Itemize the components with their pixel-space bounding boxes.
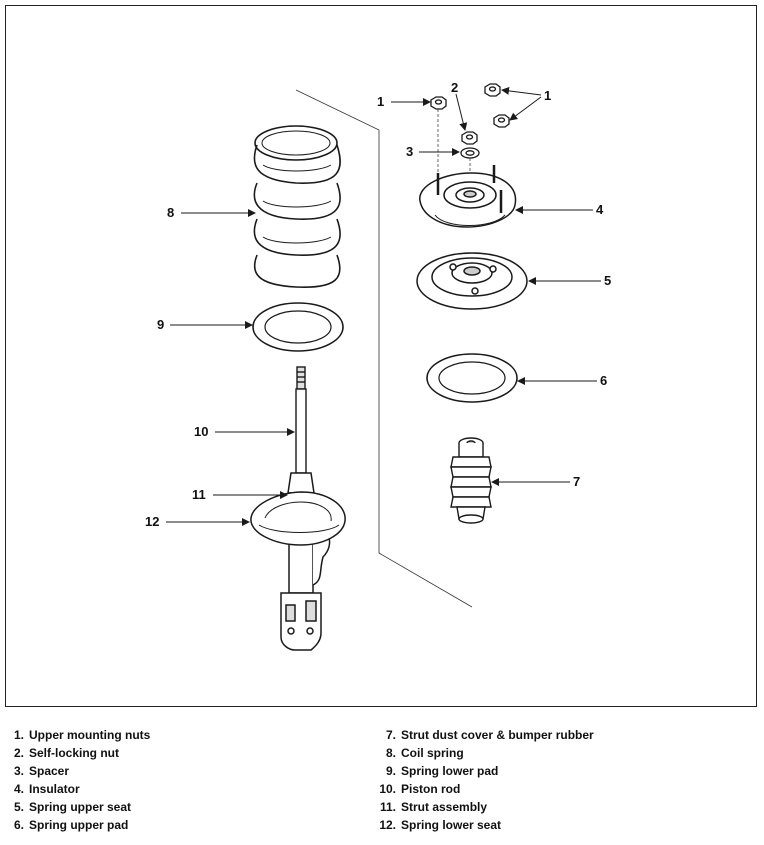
legend-text: Strut dust cover & bumper rubber [401, 728, 594, 742]
insulator [419, 165, 517, 228]
callout-6: 6 [600, 373, 607, 388]
legend-text: Coil spring [401, 746, 464, 760]
callout-8: 8 [167, 205, 174, 220]
spring-upper-pad [426, 353, 518, 403]
legend-column-right: 7. Strut dust cover & bumper rubber 8. Coi… [376, 726, 594, 834]
legend-text: Spring upper pad [29, 818, 129, 832]
legend-item: 11. Strut assembly [376, 798, 594, 816]
legend-item: 5. Spring upper seat [4, 798, 150, 816]
legend-item: 7. Strut dust cover & bumper rubber [376, 726, 594, 744]
spacer-washer [460, 147, 480, 159]
legend-text: Strut assembly [401, 800, 488, 814]
legend-text: Spring lower pad [401, 764, 499, 778]
assembly-guide-line [295, 89, 473, 608]
parts-legend: 1. Upper mounting nuts 2. Self-locking nut… [0, 726, 764, 841]
legend-text: Spring upper seat [29, 800, 132, 814]
legend-number: 10. [379, 782, 396, 796]
legend-number: 12. [379, 818, 396, 832]
legend-column-left: 1. Upper mounting nuts 2. Self-locking nut… [4, 726, 150, 834]
legend-number: 11. [379, 800, 396, 814]
legend-item: 8. Coil spring [376, 744, 594, 762]
callout-5: 5 [604, 273, 611, 288]
legend-number: 8. [385, 746, 396, 760]
spring-upper-seat [416, 252, 528, 310]
coil-spring [253, 125, 341, 288]
legend-text: Insulator [29, 782, 80, 796]
leader-lines [166, 86, 601, 526]
strut-dust-cover [450, 437, 492, 524]
legend-number: 1. [13, 728, 24, 742]
callout-numbers: 1 1 2 3 4 5 6 7 8 9 10 11 12 [145, 80, 611, 529]
legend-item: 3. Spacer [4, 762, 150, 780]
diagram-frame [5, 5, 757, 707]
legend-number: 4. [13, 782, 24, 796]
callout-9: 9 [157, 317, 164, 332]
legend-number: 2. [13, 746, 24, 760]
self-locking-nut [461, 131, 478, 145]
piston-rod [295, 366, 307, 474]
exploded-strut-diagram: 1 1 2 3 4 5 6 7 8 9 10 11 12 [145, 80, 611, 651]
legend-number: 9. [385, 764, 396, 778]
legend-item: 10. Piston rod [376, 780, 594, 798]
callout-4: 4 [596, 202, 604, 217]
spring-lower-seat [250, 491, 346, 546]
legend-item: 4. Insulator [4, 780, 150, 798]
legend-item: 6. Spring upper pad [4, 816, 150, 834]
callout-1-right: 1 [544, 88, 551, 103]
legend-number: 5. [13, 800, 24, 814]
legend-number: 3. [13, 764, 24, 778]
callout-1-left: 1 [377, 94, 384, 109]
legend-text: Self-locking nut [29, 746, 119, 760]
legend-item: 1. Upper mounting nuts [4, 726, 150, 744]
legend-number: 7. [385, 728, 396, 742]
upper-mounting-nut [430, 83, 510, 128]
legend-text: Upper mounting nuts [29, 728, 151, 742]
callout-7: 7 [573, 474, 580, 489]
legend-text: Piston rod [401, 782, 461, 796]
legend-item: 2. Self-locking nut [4, 744, 150, 762]
callout-11: 11 [192, 487, 206, 502]
legend-text: Spacer [29, 764, 70, 778]
spring-lower-pad [252, 302, 344, 352]
legend-text: Spring lower seat [401, 818, 502, 832]
callout-2: 2 [451, 80, 458, 95]
callout-3: 3 [406, 144, 413, 159]
callout-10: 10 [194, 424, 208, 439]
callout-12: 12 [145, 514, 159, 529]
legend-item: 9. Spring lower pad [376, 762, 594, 780]
legend-item: 12. Spring lower seat [376, 816, 594, 834]
legend-number: 6. [13, 818, 24, 832]
